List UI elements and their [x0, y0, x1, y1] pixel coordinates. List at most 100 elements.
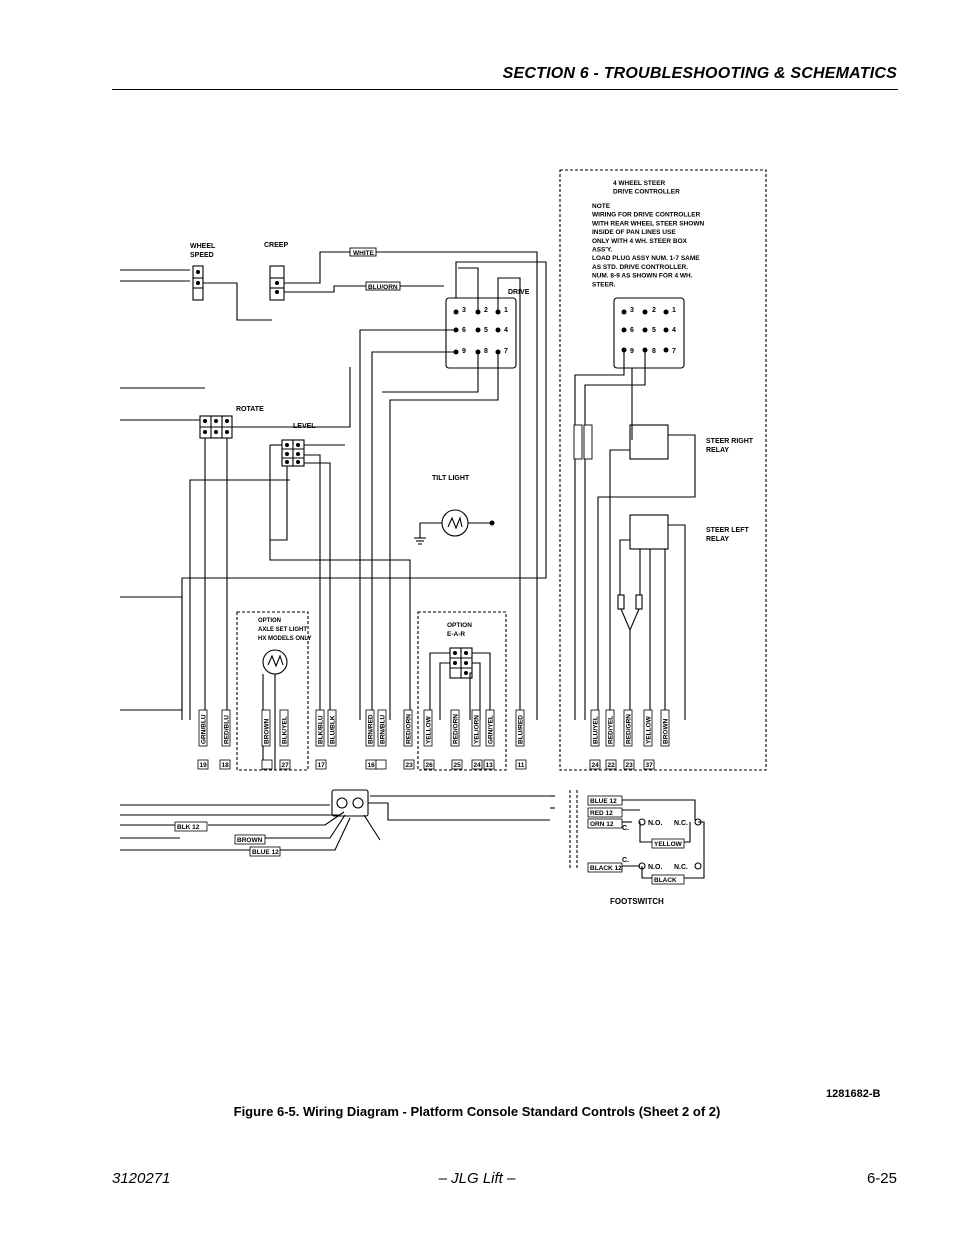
note-text: ASS'Y. [592, 247, 613, 254]
terminal-box [589, 759, 601, 770]
terminal-box [605, 759, 617, 770]
terminal-box [279, 759, 291, 770]
steer-pin-6: 6 [630, 327, 634, 334]
wheel-speed-label: SPEED [190, 252, 214, 259]
wire-tag [450, 709, 460, 747]
drive-pin-7: 7 [504, 348, 508, 355]
terminal-box [315, 759, 327, 770]
wire-color-label: GRN/BLU [201, 714, 208, 744]
drive-pin-9: 9 [462, 348, 466, 355]
terminal-box [261, 759, 273, 770]
terminal-box [423, 759, 435, 770]
wire-tag [515, 709, 525, 747]
wire-tag [279, 709, 289, 747]
footswitch-c-label: C. [622, 825, 629, 832]
section-title: SECTION 6 - TROUBLESHOOTING & SCHEMATICS [502, 65, 897, 82]
note-text: NOTE [592, 203, 611, 210]
steer-left-relay-label: RELAY [706, 536, 729, 543]
left-wire-tag-box [249, 846, 281, 857]
four-wheel-steer-label: 4 WHEEL STEER [613, 180, 666, 187]
drive-pin-6: 6 [462, 327, 466, 334]
steer-pin-7: 7 [672, 348, 676, 355]
wire-color-label: RED/YEL [608, 716, 615, 744]
terminal-number: 25 [454, 762, 462, 769]
option-axle-label: HX MODELS ONLY [258, 636, 311, 642]
note-text: INSIDE OF PAN LINES USE [592, 229, 676, 236]
wire-tag-white: WHITE [353, 250, 375, 257]
right-wire-tag: ORN 12 [590, 821, 614, 828]
wire-color-label: BROWN [264, 718, 271, 744]
switch-wire-tag-box [651, 874, 685, 885]
steer-pin-3: 3 [630, 307, 634, 314]
terminal-box [515, 759, 527, 770]
note-text: ONLY WITH 4 WH. STEER BOX [592, 238, 688, 245]
terminal-number: 24 [474, 762, 482, 769]
header-rule [112, 89, 898, 90]
terminal-number: 23 [406, 762, 414, 769]
wire-tag [261, 709, 271, 747]
wire-tag [605, 709, 615, 747]
wire-color-label: BRN/RED [368, 714, 375, 744]
footswitch-no-label: N.O. [648, 864, 662, 871]
wire-tag [377, 709, 387, 747]
steer-right-relay-label: RELAY [706, 447, 729, 454]
wire-tag [198, 709, 208, 747]
wire-color-label: RED/ORN [406, 714, 413, 744]
wire-tag [327, 709, 337, 747]
steer-left-relay-label: STEER LEFT [706, 527, 750, 534]
right-wire-tag-box [587, 795, 623, 806]
terminal-number: 17 [318, 762, 326, 769]
note-text: AS STD. DRIVE CONTROLLER. [592, 264, 688, 271]
wire-tag [423, 709, 433, 747]
left-wire-tag-box [234, 834, 266, 845]
switch-wire-tag-box [651, 838, 685, 849]
drive-pin-8: 8 [484, 348, 488, 355]
terminal-number: 37 [646, 762, 654, 769]
doc-number: 3120271 [112, 1170, 171, 1187]
terminal-box [483, 759, 495, 770]
footswitch-label: FOOTSWITCH [610, 897, 664, 906]
figure-caption: Figure 6-5. Wiring Diagram - Platform Co… [233, 1104, 721, 1119]
steer-pin-1: 1 [672, 307, 676, 314]
option-ear-label: OPTION [447, 622, 472, 629]
wire-color-label: YEL/ORN [474, 715, 481, 744]
terminal-box [471, 759, 483, 770]
wire-tag [623, 709, 633, 747]
tilt-light-label: TILT LIGHT [432, 475, 470, 482]
drawing-number: 1281682-B [826, 1088, 881, 1100]
right-wire-tag-box [587, 862, 623, 873]
terminal-number: 13 [486, 762, 494, 769]
note-text: WIRING FOR DRIVE CONTROLLER [592, 212, 701, 219]
left-wire-tag: BROWN [237, 837, 263, 844]
four-wheel-steer-label: DRIVE CONTROLLER [613, 189, 680, 196]
terminal-number: 19 [200, 762, 208, 769]
wire-color-label: RED/BLU [224, 715, 231, 744]
right-wire-tag: BLACK 12 [590, 865, 622, 872]
drive-pin-2: 2 [484, 307, 488, 314]
wire-color-label: YELLOW [646, 715, 653, 744]
wire-color-label: BLU/RED [518, 715, 525, 744]
steer-pin-2: 2 [652, 307, 656, 314]
terminal-number: 22 [608, 762, 616, 769]
drive-pin-3: 3 [462, 307, 466, 314]
wire-tag [590, 709, 600, 747]
note-text: NUM. 8-9 AS SHOWN FOR 4 WH. [592, 273, 693, 280]
terminal-number: 18 [222, 762, 230, 769]
switch-wire-tag: BLACK [654, 877, 677, 884]
steer-pin-9: 9 [630, 348, 634, 355]
right-wire-tag: BLUE 12 [590, 798, 617, 805]
wire-tag-blu-orn: BLU/ORN [368, 284, 398, 291]
wire-tag [403, 709, 413, 747]
steer-pin-8: 8 [652, 348, 656, 355]
page-number: 6-25 [866, 1170, 897, 1187]
note-text: LOAD PLUG ASSY NUM. 1-7 SAME [592, 255, 700, 262]
right-wire-tag-box [587, 807, 623, 818]
wire-color-label: BROWN [663, 718, 670, 744]
creep-label: CREEP [264, 242, 288, 249]
wire-color-label: BRN/BLU [380, 714, 387, 744]
wire-tag [365, 709, 375, 747]
wire-color-label: BLU/YEL [593, 716, 600, 744]
terminal-number: 26 [426, 762, 434, 769]
wire-color-label: RED/ORN [453, 714, 460, 744]
terminal-box [451, 759, 463, 770]
